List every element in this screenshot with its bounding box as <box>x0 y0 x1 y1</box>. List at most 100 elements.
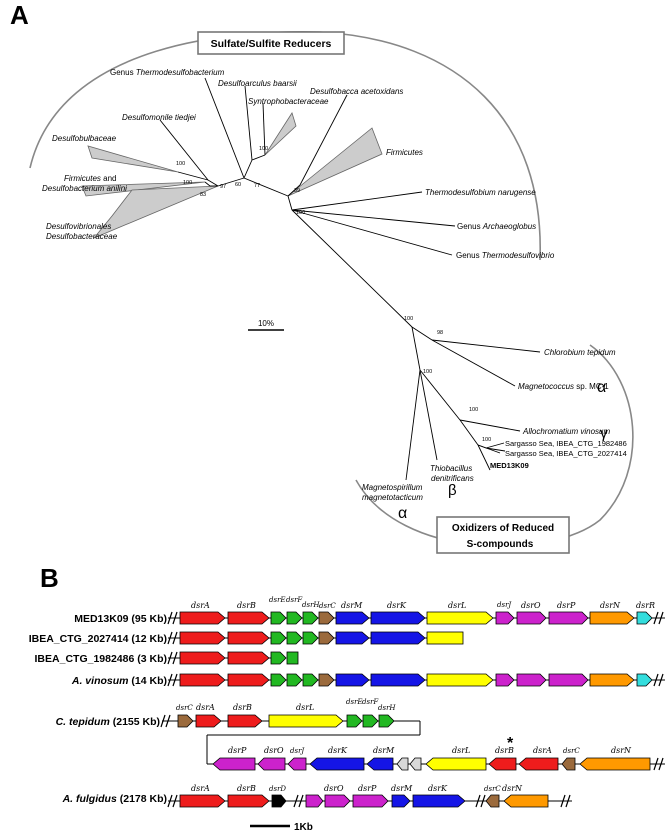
gene-dsrL <box>426 611 494 625</box>
svg-text:dsrP: dsrP <box>228 746 247 755</box>
gene-dsrB <box>227 714 263 728</box>
taxon-thermodesulfovibrio: Genus Thermodesulfovibrio <box>456 251 555 260</box>
taxon-firmicutes-anilini-line2: Desulfobacterium anilini <box>42 184 127 193</box>
phylo-tree-branches <box>159 77 541 481</box>
gene-dsrA <box>179 794 226 808</box>
svg-text:dsrE: dsrE <box>346 698 363 706</box>
svg-text:dsrB: dsrB <box>233 703 252 712</box>
gene-labels: dsrA dsrB dsrE dsrF dsrH dsrC dsrM dsrK … <box>176 596 655 793</box>
taxon-labels: Genus Thermodesulfobacterium Desulfoarcu… <box>42 68 627 502</box>
gene-dsrA <box>518 757 559 771</box>
gene-dsrP <box>548 673 589 687</box>
gene-dsrP <box>212 757 256 771</box>
gene-dsrM <box>335 631 370 645</box>
svg-text:dsrJ: dsrJ <box>290 747 305 755</box>
oxidizers-label-line2: S-compounds <box>467 539 534 550</box>
gene-dsrO <box>516 673 547 687</box>
svg-text:dsrN: dsrN <box>600 601 621 610</box>
gene-dsrN <box>579 757 651 771</box>
greek-alpha-magnetococcus: α <box>597 379 606 396</box>
gene-dsrB <box>488 757 517 771</box>
clade-triangles <box>81 112 383 239</box>
bootstrap-39: 39 <box>294 188 300 194</box>
gene-dsrB <box>227 794 270 808</box>
svg-text:dsrH: dsrH <box>302 601 320 609</box>
gene-dsrA <box>195 714 222 728</box>
taxon-med13k09: MED13K09 <box>490 461 529 470</box>
gene-dsrP <box>352 794 389 808</box>
svg-text:dsrA: dsrA <box>196 703 215 712</box>
gene-dsrM <box>335 611 370 625</box>
gene-dsrK <box>370 631 426 645</box>
svg-text:dsrM: dsrM <box>391 784 413 793</box>
gene-hypothetical <box>396 757 409 771</box>
svg-text:dsrJ: dsrJ <box>497 601 512 609</box>
clade-syntrophobacteraceae <box>264 112 297 156</box>
svg-text:dsrK: dsrK <box>428 784 448 793</box>
taxon-desulfobacca: Desulfobacca acetoxidans <box>310 87 403 96</box>
taxon-allochromatium: Allochromatium vinosum <box>522 427 610 436</box>
svg-text:dsrC: dsrC <box>176 704 193 712</box>
row-label-vinosum: A. vinosum (14 Kb) <box>71 675 167 687</box>
gene-dsrH <box>302 611 319 625</box>
gene-dsrF <box>286 673 303 687</box>
bootstrap-100-oxidizers: 100 <box>404 316 413 322</box>
gene-dsrJ <box>495 673 515 687</box>
bootstrap-100-root: 100 <box>296 210 305 216</box>
svg-text:dsrD: dsrD <box>269 785 286 793</box>
taxon-thiobacillus-line1: Thiobacillus <box>430 464 472 473</box>
bootstrap-98: 98 <box>437 330 443 336</box>
gene-dsrJ <box>305 794 324 808</box>
gene-dsrC <box>318 631 335 645</box>
gene-dsrE <box>270 611 287 625</box>
gene-dsrC <box>485 794 500 808</box>
clade-firmicutes <box>287 127 383 197</box>
taxon-desulfoarculus: Desulfoarculus baarsii <box>218 79 297 88</box>
taxon-thermodesulfobium: Thermodesulfobium narugense <box>425 188 536 197</box>
bootstrap-97: 97 <box>220 184 226 190</box>
svg-text:dsrN: dsrN <box>502 784 523 793</box>
gene-dsrO <box>257 757 286 771</box>
svg-text:dsrB: dsrB <box>237 601 256 610</box>
taxon-archaeoglobus: Genus Archaeoglobus <box>457 222 536 231</box>
taxon-magnetospirillum-line1: Magnetospirillum <box>362 483 423 492</box>
svg-text:dsrB: dsrB <box>495 746 514 755</box>
gene-dsrK <box>309 757 365 771</box>
svg-text:dsrK: dsrK <box>387 601 407 610</box>
gene-dsrE <box>270 673 287 687</box>
gene-dsrH <box>302 631 319 645</box>
svg-text:dsrP: dsrP <box>557 601 576 610</box>
taxon-desulfobulbaceae: Desulfobulbaceae <box>52 134 117 143</box>
gene-dsrF <box>286 631 303 645</box>
gene-dsrO <box>516 611 547 625</box>
gene-dsrD <box>271 794 287 808</box>
gene-dsrM <box>366 757 394 771</box>
scale-bar-b-label: 1Kb <box>294 822 313 833</box>
gene-dsrA <box>179 631 226 645</box>
gene-dsrF <box>362 714 379 728</box>
svg-text:dsrO: dsrO <box>521 601 541 610</box>
svg-text:dsrN: dsrN <box>611 746 632 755</box>
gene-dsrK <box>370 611 426 625</box>
gene-dsrL <box>425 757 487 771</box>
gene-dsrC <box>177 714 194 728</box>
svg-text:dsrC: dsrC <box>563 747 580 755</box>
gene-dsrA <box>179 611 226 625</box>
taxon-firmicutes-anilini-line1: Firmicutes and <box>64 174 116 183</box>
svg-text:dsrE: dsrE <box>269 596 286 604</box>
svg-text:dsrL: dsrL <box>452 746 470 755</box>
taxon-magnetospirillum-line2: magnetotacticum <box>362 493 423 502</box>
gene-dsrP <box>548 611 589 625</box>
clade-desulfobulbaceae <box>87 145 179 173</box>
operon-row-labels: MED13K09 (95 Kb) IBEA_CTG_2027414 (12 Kb… <box>29 613 167 805</box>
row-label-ibea-1982486: IBEA_CTG_1982486 (3 Kb) <box>35 653 167 665</box>
svg-text:dsrF: dsrF <box>286 596 303 604</box>
gene-dsrB <box>227 673 270 687</box>
bootstrap-100-allochromatium: 100 <box>469 407 478 413</box>
row-label-fulgidus: A. fulgidus (2178 Kb) <box>62 793 167 805</box>
svg-text:dsrA: dsrA <box>191 784 210 793</box>
taxon-chlorobium: Chlorobium tepidum <box>544 348 616 357</box>
taxon-desulfovibrionales: Desulfovibrionales <box>46 222 111 231</box>
greek-alpha-magnetospirillum: α <box>398 505 407 522</box>
gene-dsrJ <box>495 611 515 625</box>
